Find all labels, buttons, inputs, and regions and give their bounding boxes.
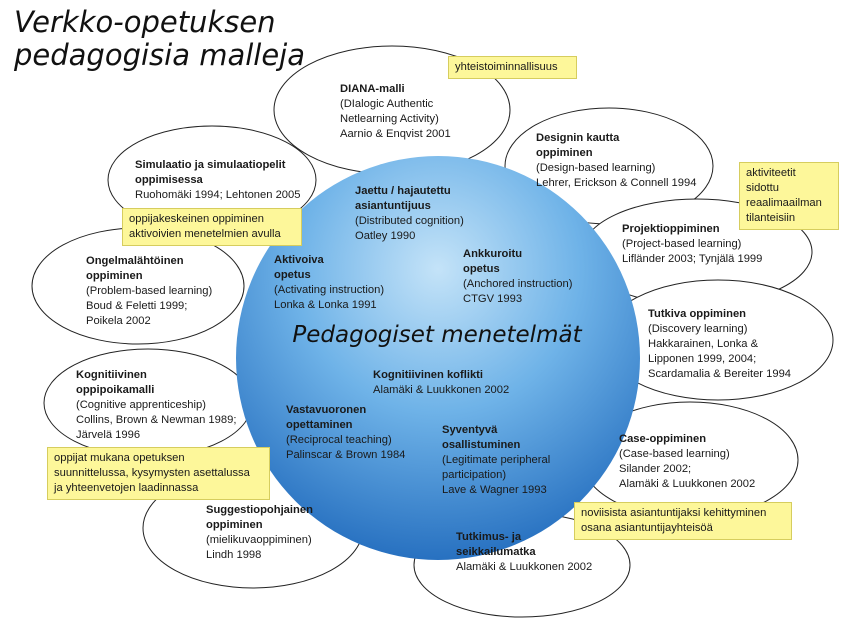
model-diana-line: Netlearning Activity) bbox=[340, 113, 439, 125]
note-aktiviteetit-line: aktiviteetit bbox=[746, 167, 796, 179]
model-tutkiva-line: Hakkarainen, Lonka & bbox=[648, 338, 759, 350]
model-designin-heading: Designin kautta bbox=[536, 132, 620, 144]
method-syventyva-heading: osallistuminen bbox=[442, 439, 521, 451]
model-case-line: Alamäki & Luukkonen 2002 bbox=[619, 478, 756, 490]
model-simulaatio: Simulaatio ja simulaatiopelit oppimisess… bbox=[135, 158, 300, 203]
main-title: Verkko-opetuksen pedagogisia malleja bbox=[14, 5, 306, 72]
model-case: Case-oppiminen (Case-based learning) Sil… bbox=[619, 432, 755, 492]
method-vastavuoronen-line: (Reciprocal teaching) bbox=[286, 434, 392, 446]
model-kognitiivinen-heading: Kognitiivinen bbox=[76, 369, 147, 381]
method-syventyva-heading: Syventyvä bbox=[442, 424, 498, 436]
model-tutkimus-heading: Tutkimus- ja bbox=[456, 531, 522, 543]
model-kognitiivinen-heading: oppipoikamalli bbox=[76, 384, 155, 396]
method-syventyva: Syventyvä osallistuminen (Legitimate per… bbox=[442, 423, 550, 498]
method-ankkuroitu-heading: Ankkuroitu bbox=[463, 248, 523, 260]
model-suggestio-line: Lindh 1998 bbox=[206, 549, 262, 561]
method-jaettu: Jaettu / hajautettu asiantuntijuus (Dist… bbox=[355, 184, 464, 244]
model-projekti-line: Lifländer 2003; Tynjälä 1999 bbox=[622, 253, 763, 265]
model-ongelma-heading: oppiminen bbox=[86, 270, 143, 282]
model-tutkiva-line: Scardamalia & Bereiter 1994 bbox=[648, 368, 792, 380]
model-tutkiva-line: Lipponen 1999, 2004; bbox=[648, 353, 757, 365]
model-tutkiva: Tutkiva oppiminen (Discovery learning) H… bbox=[648, 307, 791, 382]
model-designin-line: (Design-based learning) bbox=[536, 162, 656, 174]
model-simulaatio-line: Ruohomäki 1994; Lehtonen 2005 bbox=[135, 189, 301, 201]
model-kognitiivinen: Kognitiivinen oppipoikamalli (Cognitive … bbox=[76, 368, 236, 443]
model-case-heading: Case-oppiminen bbox=[619, 433, 707, 445]
method-ankkuroitu-heading: opetus bbox=[463, 263, 500, 275]
model-projekti: Projektioppiminen (Project-based learnin… bbox=[622, 222, 762, 267]
method-aktivoiva-heading: opetus bbox=[274, 269, 311, 281]
note-aktiviteetit-line: reaalimaailman bbox=[746, 197, 822, 209]
center-title: Pedagogiset menetelmät bbox=[292, 322, 582, 348]
method-syventyva-line: participation) bbox=[442, 469, 507, 481]
note-noviisista-line: osana asiantuntijayhteisöä bbox=[581, 522, 713, 534]
method-jaettu-line: (Distributed cognition) bbox=[355, 215, 464, 227]
note-aktiviteetit: aktiviteetit sidottu reaalimaailman tila… bbox=[739, 162, 839, 230]
note-oppijat-mukana: oppijat mukana opetuksen suunnittelussa,… bbox=[47, 447, 270, 500]
model-suggestio: Suggestiopohjainen oppiminen (mielikuvao… bbox=[206, 503, 313, 563]
model-tutkiva-line: (Discovery learning) bbox=[648, 323, 748, 335]
method-jaettu-line: Oatley 1990 bbox=[355, 230, 416, 242]
model-ongelma-line: Poikela 2002 bbox=[86, 315, 151, 327]
note-yhteistoiminnallisuus: yhteistoiminnallisuus bbox=[448, 56, 577, 79]
method-konflikti-line: Alamäki & Luukkonen 2002 bbox=[373, 384, 510, 396]
model-ongelma-heading: Ongelmalähtöinen bbox=[86, 255, 184, 267]
model-diana-heading: DIANA-malli bbox=[340, 83, 405, 95]
model-tutkimus: Tutkimus- ja seikkailumatka Alamäki & Lu… bbox=[456, 530, 592, 575]
model-projekti-line: (Project-based learning) bbox=[622, 238, 742, 250]
method-vastavuoronen-heading: Vastavuoronen bbox=[286, 404, 367, 416]
model-simulaatio-heading: Simulaatio ja simulaatiopelit bbox=[135, 159, 286, 171]
method-aktivoiva: Aktivoiva opetus (Activating instruction… bbox=[274, 253, 384, 313]
model-ongelma-line: (Problem-based learning) bbox=[86, 285, 213, 297]
method-aktivoiva-line: (Activating instruction) bbox=[274, 284, 385, 296]
note-oppijakeskeinen-line: aktivoivien menetelmien avulla bbox=[129, 228, 281, 240]
model-diana: DIANA-malli (DIalogic Authentic Netlearn… bbox=[340, 82, 451, 142]
model-suggestio-line: (mielikuvaoppiminen) bbox=[206, 534, 312, 546]
model-tutkiva-heading: Tutkiva oppiminen bbox=[648, 308, 746, 320]
method-vastavuoronen-line: Palinscar & Brown 1984 bbox=[286, 449, 406, 461]
model-designin-line: Lehrer, Erickson & Connell 1994 bbox=[536, 177, 697, 189]
model-suggestio-heading: Suggestiopohjainen bbox=[206, 504, 313, 516]
model-projekti-heading: Projektioppiminen bbox=[622, 223, 720, 235]
method-aktivoiva-heading: Aktivoiva bbox=[274, 254, 324, 266]
model-designin-heading: oppiminen bbox=[536, 147, 593, 159]
note-aktiviteetit-line: tilanteisiin bbox=[746, 212, 796, 224]
method-jaettu-heading: Jaettu / hajautettu bbox=[355, 185, 451, 197]
method-syventyva-line: Lave & Wagner 1993 bbox=[442, 484, 547, 496]
model-designin: Designin kautta oppiminen (Design-based … bbox=[536, 131, 696, 191]
model-tutkimus-heading: seikkailumatka bbox=[456, 546, 536, 558]
method-vastavuoronen-heading: opettaminen bbox=[286, 419, 353, 431]
note-oppijat-mukana-line: suunnittelussa, kysymysten asettalussa bbox=[54, 467, 250, 479]
method-syventyva-line: (Legitimate peripheral bbox=[442, 454, 551, 466]
note-noviisista: noviisista asiantuntijaksi kehittyminen … bbox=[574, 502, 792, 540]
model-kognitiivinen-line: Järvelä 1996 bbox=[76, 429, 141, 441]
method-konflikti: Kognitiivinen koflikti Alamäki & Luukkon… bbox=[373, 368, 509, 398]
model-ongelma-line: Boud & Feletti 1999; bbox=[86, 300, 188, 312]
note-yhteistoiminnallisuus-text: yhteistoiminnallisuus bbox=[455, 61, 558, 73]
note-oppijakeskeinen: oppijakeskeinen oppiminen aktivoivien me… bbox=[122, 208, 302, 246]
note-oppijat-mukana-line: ja yhteenvetojen laadinnassa bbox=[54, 482, 199, 494]
model-case-line: (Case-based learning) bbox=[619, 448, 730, 460]
central-sphere bbox=[236, 156, 640, 560]
model-diana-line: (DIalogic Authentic bbox=[340, 98, 434, 110]
method-ankkuroitu: Ankkuroitu opetus (Anchored instruction)… bbox=[463, 247, 572, 307]
model-diana-line: Aarnio & Enqvist 2001 bbox=[340, 128, 451, 140]
model-kognitiivinen-line: Collins, Brown & Newman 1989; bbox=[76, 414, 237, 426]
method-vastavuoronen: Vastavuoronen opettaminen (Reciprocal te… bbox=[286, 403, 405, 463]
note-oppijat-mukana-line: oppijat mukana opetuksen bbox=[54, 452, 185, 464]
method-ankkuroitu-line: CTGV 1993 bbox=[463, 293, 523, 305]
model-kognitiivinen-line: (Cognitive apprenticeship) bbox=[76, 399, 206, 411]
method-ankkuroitu-line: (Anchored instruction) bbox=[463, 278, 573, 290]
model-ongelma: Ongelmalähtöinen oppiminen (Problem-base… bbox=[86, 254, 212, 329]
note-oppijakeskeinen-line: oppijakeskeinen oppiminen bbox=[129, 213, 264, 225]
method-jaettu-heading: asiantuntijuus bbox=[355, 200, 431, 212]
note-noviisista-line: noviisista asiantuntijaksi kehittyminen bbox=[581, 507, 767, 519]
method-aktivoiva-line: Lonka & Lonka 1991 bbox=[274, 299, 377, 311]
model-simulaatio-heading: oppimisessa bbox=[135, 174, 203, 186]
model-case-line: Silander 2002; bbox=[619, 463, 692, 475]
method-konflikti-heading: Kognitiivinen koflikti bbox=[373, 369, 484, 381]
model-tutkimus-line: Alamäki & Luukkonen 2002 bbox=[456, 561, 593, 573]
model-suggestio-heading: oppiminen bbox=[206, 519, 263, 531]
note-aktiviteetit-line: sidottu bbox=[746, 182, 779, 194]
